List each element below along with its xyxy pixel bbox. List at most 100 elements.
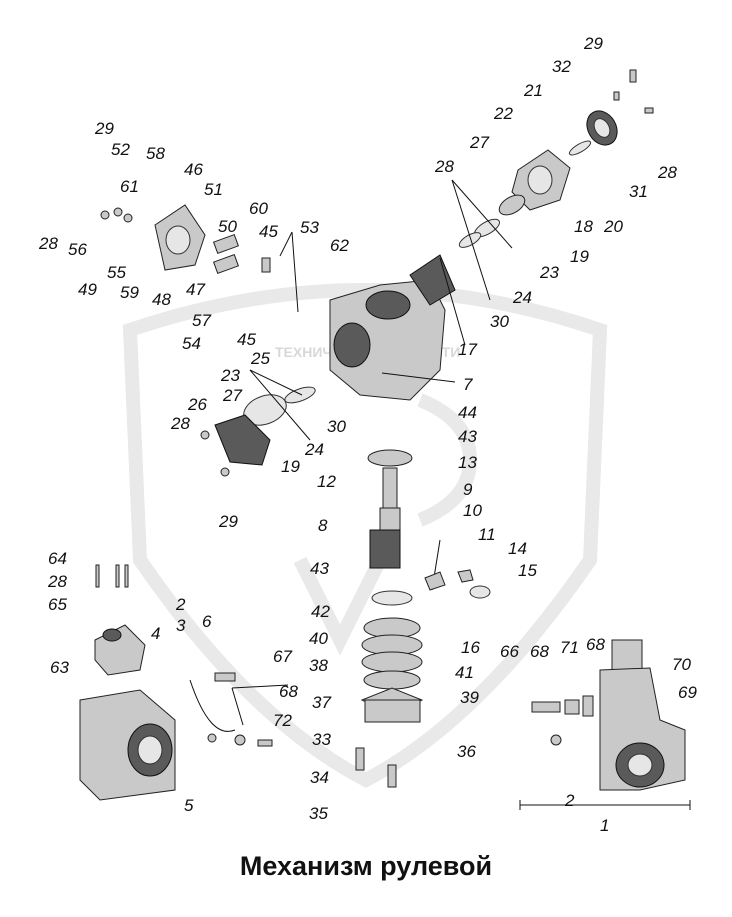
callout-label: 61	[120, 177, 139, 196]
callout-label: 71	[560, 638, 579, 657]
callout-label: 8	[318, 516, 328, 535]
callout-label: 50	[218, 217, 237, 236]
callout-label: 41	[455, 663, 474, 682]
callout-label: 14	[508, 539, 527, 558]
callout-label: 10	[463, 501, 482, 520]
callout-label: 55	[107, 263, 126, 282]
callout-label: 43	[458, 427, 477, 446]
callout-label: 18	[574, 217, 593, 236]
callout-label: 65	[48, 595, 67, 614]
assembled-steering-gear	[519, 639, 691, 810]
callout-label: 56	[68, 240, 87, 259]
callout-labels: 29 32 21 22 27 28 31 28 18 20 23 19 24 3…	[38, 34, 697, 835]
callout-label: 63	[50, 658, 69, 677]
callout-label: 25	[250, 349, 270, 368]
callout-label: 27	[222, 386, 242, 405]
callout-label: 45	[259, 222, 278, 241]
callout-label: 11	[478, 525, 496, 544]
side-small-parts	[424, 539, 491, 599]
callout-label: 22	[493, 104, 513, 123]
callout-label: 68	[586, 635, 605, 654]
callout-label: 21	[523, 81, 543, 100]
callout-label: 52	[111, 140, 130, 159]
callout-label: 28	[170, 414, 190, 433]
callout-label: 3	[176, 616, 186, 635]
callout-label: 2	[175, 595, 186, 614]
callout-label: 19	[281, 457, 300, 476]
callout-label: 19	[570, 247, 589, 266]
callout-label: 6	[202, 612, 212, 631]
callout-label: 30	[327, 417, 346, 436]
callout-label: 54	[182, 334, 201, 353]
callout-label: 70	[672, 655, 691, 674]
callout-label: 69	[678, 683, 697, 702]
callout-label: 1	[600, 816, 609, 835]
callout-label: 27	[469, 133, 489, 152]
callout-label: 43	[310, 559, 329, 578]
callout-label: 40	[309, 629, 328, 648]
callout-label: 72	[273, 711, 292, 730]
callout-label: 28	[657, 163, 677, 182]
callout-label: 16	[461, 638, 480, 657]
callout-label: 47	[186, 280, 205, 299]
callout-label: 30	[490, 312, 509, 331]
callout-label: 62	[330, 236, 349, 255]
callout-label: 20	[603, 217, 623, 236]
callout-label: 42	[311, 602, 330, 621]
callout-label: 66	[500, 642, 519, 661]
callout-label: 28	[38, 234, 58, 253]
callout-label: 13	[458, 453, 477, 472]
callout-label: 64	[48, 549, 67, 568]
callout-label: 32	[552, 57, 571, 76]
steering-gear-housing	[329, 254, 456, 401]
diagram-title: Механизм рулевой	[239, 851, 493, 881]
callout-label: 38	[309, 656, 328, 675]
callout-label: 23	[220, 366, 240, 385]
callout-label: 68	[279, 682, 298, 701]
callout-label: 67	[273, 647, 292, 666]
left-cover-group	[100, 204, 271, 275]
callout-label: 24	[512, 288, 532, 307]
callout-label: 12	[317, 472, 336, 491]
callout-label: 44	[458, 403, 477, 422]
callout-label: 23	[539, 263, 559, 282]
callout-label: 46	[184, 160, 203, 179]
callout-label: 24	[304, 440, 324, 459]
callout-label: 51	[204, 180, 223, 199]
callout-label: 28	[47, 572, 67, 591]
callout-label: 58	[146, 144, 165, 163]
callout-label: 7	[463, 375, 473, 394]
left-lower-cover-group	[200, 386, 316, 477]
callout-label: 45	[237, 330, 256, 349]
callout-label: 36	[457, 742, 476, 761]
callout-label: 53	[300, 218, 319, 237]
callout-label: 26	[187, 395, 207, 414]
callout-label: 35	[309, 804, 328, 823]
exploded-parts-diagram: ТЕХНИЧЕСКИЕ ЗАПЧАСТИ	[38, 34, 697, 835]
callout-label: 29	[94, 119, 114, 138]
callout-label: 15	[518, 561, 537, 580]
lower-left-assembly	[79, 564, 273, 801]
callout-label: 57	[192, 311, 211, 330]
callout-label: 9	[463, 480, 473, 499]
callout-label: 33	[312, 730, 331, 749]
leader-lines	[231, 179, 513, 726]
callout-label: 59	[120, 283, 139, 302]
callout-label: 17	[458, 340, 477, 359]
callout-label: 2	[564, 791, 575, 810]
callout-label: 48	[152, 290, 171, 309]
callout-label: 29	[583, 34, 603, 53]
callout-label: 4	[151, 624, 160, 643]
callout-label: 60	[249, 199, 268, 218]
shaft-stack	[355, 449, 424, 788]
callout-label: 34	[310, 768, 329, 787]
upper-cover-assembly	[458, 69, 654, 248]
callout-label: 37	[312, 693, 331, 712]
callout-label: 5	[184, 796, 194, 815]
callout-label: 28	[434, 157, 454, 176]
callout-label: 49	[78, 280, 97, 299]
callout-label: 31	[629, 182, 648, 201]
callout-label: 29	[218, 512, 238, 531]
callout-label: 39	[460, 688, 479, 707]
callout-label: 68	[530, 642, 549, 661]
